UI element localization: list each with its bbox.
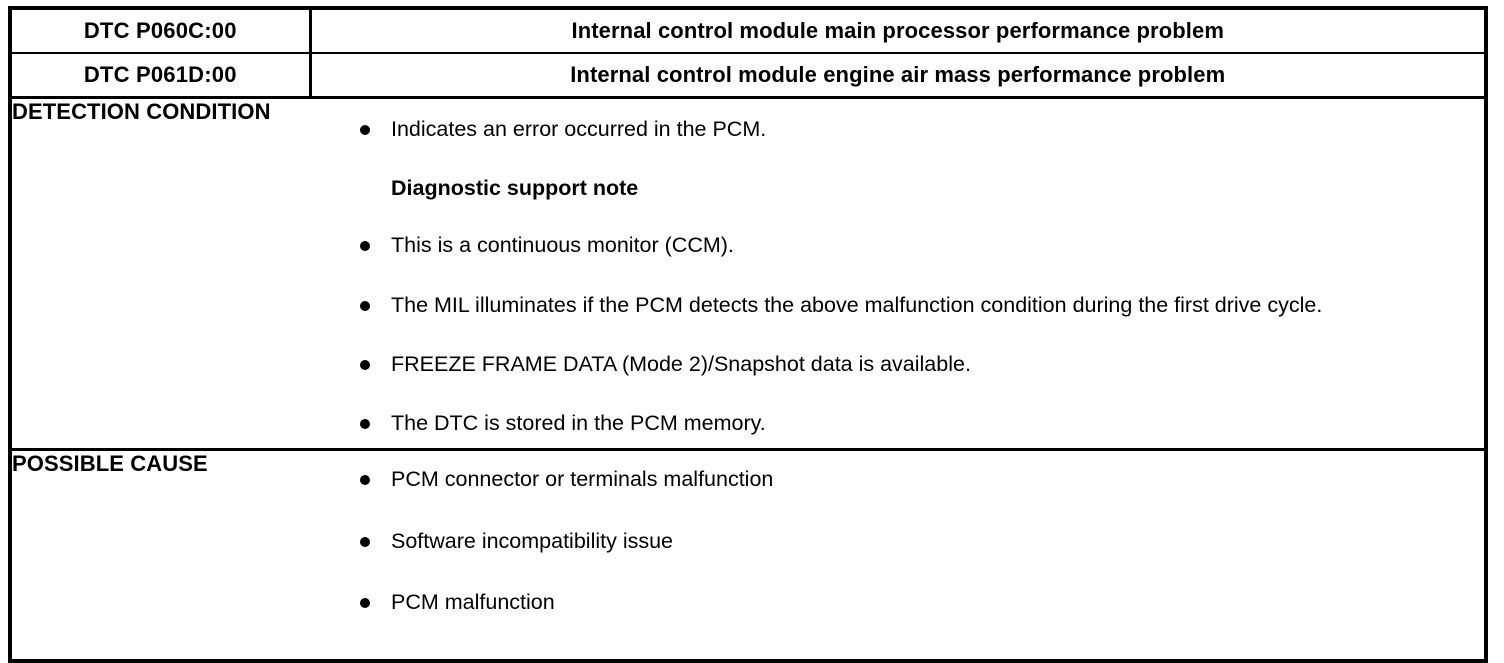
bullet-dot-icon [360, 536, 370, 547]
bullet-dot-icon [360, 300, 370, 311]
list-item: Indicates an error occurred in the PCM. [360, 115, 1470, 144]
list-item: PCM malfunction [360, 588, 1470, 617]
document-page: DTC P060C:00 Internal control module mai… [8, 6, 1488, 663]
dtc-description-cell: Internal control module engine air mass … [310, 53, 1486, 99]
section-body-possible-cause: PCM connector or terminals malfunction S… [310, 449, 1486, 662]
list-item-text: FREEZE FRAME DATA (Mode 2)/Snapshot data… [391, 351, 971, 376]
dtc-information-table: DTC P060C:00 Internal control module mai… [8, 6, 1488, 663]
section-body-detection-condition: Indicates an error occurred in the PCM. … [310, 97, 1486, 452]
table-row-detection-condition: DETECTION CONDITION Indicates an error o… [10, 97, 1486, 452]
list-item-text: Diagnostic support note [391, 176, 639, 201]
bullet-dot-icon [360, 419, 370, 430]
dtc-code-cell: DTC P061D:00 [10, 53, 312, 99]
list-item-text: The MIL illuminates if the PCM detects t… [391, 292, 1323, 317]
possible-cause-list: PCM connector or terminals malfunction S… [310, 451, 1484, 659]
dtc-description-cell: Internal control module main processor p… [310, 8, 1486, 54]
bullet-dot-icon [360, 359, 370, 370]
list-item-text: Software incompatibility issue [391, 528, 674, 553]
dtc-code-cell: DTC P060C:00 [10, 8, 312, 54]
bullet-dot-icon [360, 241, 370, 252]
list-item: The DTC is stored in the PCM memory. [360, 409, 1470, 438]
table-row-dtc-1: DTC P060C:00 Internal control module mai… [10, 8, 1486, 54]
list-item-text: PCM malfunction [391, 589, 555, 614]
table-row-dtc-2: DTC P061D:00 Internal control module eng… [10, 53, 1486, 99]
list-item-text: Indicates an error occurred in the PCM. [391, 117, 767, 141]
section-label-detection-condition: DETECTION CONDITION [10, 97, 310, 452]
list-item: PCM connector or terminals malfunction [360, 465, 1470, 494]
diagnostic-support-note-heading: Diagnostic support note [360, 174, 1470, 203]
list-item-text: This is a continuous monitor (CCM). [391, 233, 734, 258]
list-item: The MIL illuminates if the PCM detects t… [360, 291, 1470, 320]
section-label-possible-cause: POSSIBLE CAUSE [10, 449, 310, 662]
list-item-text: PCM connector or terminals malfunction [391, 467, 774, 492]
list-item: This is a continuous monitor (CCM). [360, 231, 1470, 260]
list-item-text: The DTC is stored in the PCM memory. [391, 411, 766, 436]
bullet-dot-icon [360, 597, 370, 608]
bullet-dot-icon [360, 124, 370, 135]
list-item: FREEZE FRAME DATA (Mode 2)/Snapshot data… [360, 350, 1470, 379]
table-row-possible-cause: POSSIBLE CAUSE PCM connector or terminal… [10, 449, 1486, 662]
detection-condition-list: Indicates an error occurred in the PCM. … [310, 99, 1484, 448]
table-body: DTC P060C:00 Internal control module mai… [10, 8, 1486, 662]
bullet-dot-icon [360, 475, 370, 486]
list-item: Software incompatibility issue [360, 527, 1470, 556]
